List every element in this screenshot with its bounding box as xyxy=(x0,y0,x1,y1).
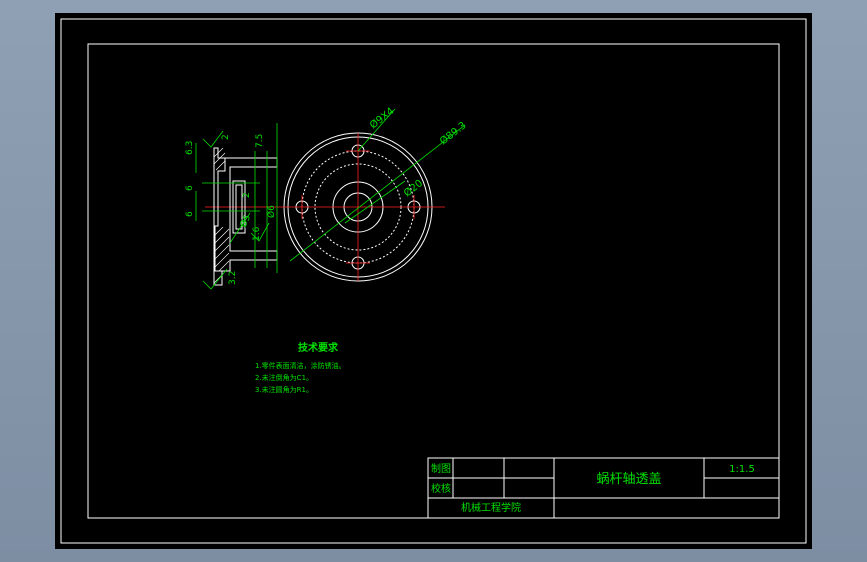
inner-border xyxy=(87,43,780,519)
dim-outer-label: Ø89.3 xyxy=(437,119,468,147)
school-name: 机械工程学院 xyxy=(461,501,521,514)
roughness-top-label: 6.3 xyxy=(185,141,195,155)
dim-seal: Ø5 xyxy=(238,213,253,229)
label-drawn: 制图 xyxy=(431,462,451,475)
dim-dia-6: Ø6 xyxy=(266,205,277,218)
section-profile-right xyxy=(218,157,278,272)
label-checked: 校核 xyxy=(431,482,451,495)
tech-note-2: 2.未注倒角为C1。 xyxy=(255,373,313,382)
tech-note-1: 1.零件表面清洁，涂防锈油。 xyxy=(255,361,346,370)
dim-7-5: 7.5 xyxy=(255,134,265,148)
drawing-canvas: 6.3 2 7.5 6 6 2 Ø6 Ø5 1.6 3.2 Ø9X4 Ø xyxy=(60,18,807,544)
tech-note-3: 3.未注圆角为R1。 xyxy=(255,385,313,394)
dim-hole-label: Ø9X4 xyxy=(367,105,396,131)
front-view: Ø9X4 Ø89.3 Ø20 xyxy=(280,105,469,282)
roughness-bottom-label: 3.2 xyxy=(228,271,238,285)
tech-heading: 技术要求 xyxy=(298,341,339,354)
outer-border xyxy=(60,18,807,544)
dim-2-mid: 2 xyxy=(242,192,252,198)
drawing-scale: 1:1.5 xyxy=(729,464,755,475)
roughness-side-label: 1.6 xyxy=(252,226,262,241)
dim-6-b: 6 xyxy=(185,211,195,217)
drawing-title: 蜗杆轴透盖 xyxy=(596,471,661,487)
tech-requirements: 技术要求 1.零件表面清洁，涂防锈油。 2.未注倒角为C1。 3.未注圆角为R1… xyxy=(255,341,346,394)
title-block: 制图 校核 蜗杆轴透盖 1:1.5 机械工程学院 xyxy=(427,457,780,519)
side-section-view: 6.3 2 7.5 6 6 2 Ø6 Ø5 1.6 3.2 xyxy=(185,123,280,290)
seal-groove xyxy=(232,180,246,234)
section-profile-left xyxy=(213,147,226,286)
dim-2-top: 2 xyxy=(221,134,231,140)
cad-viewport[interactable]: 6.3 2 7.5 6 6 2 Ø6 Ø5 1.6 3.2 Ø9X4 Ø xyxy=(55,13,812,549)
dim-6-a: 6 xyxy=(185,185,195,191)
